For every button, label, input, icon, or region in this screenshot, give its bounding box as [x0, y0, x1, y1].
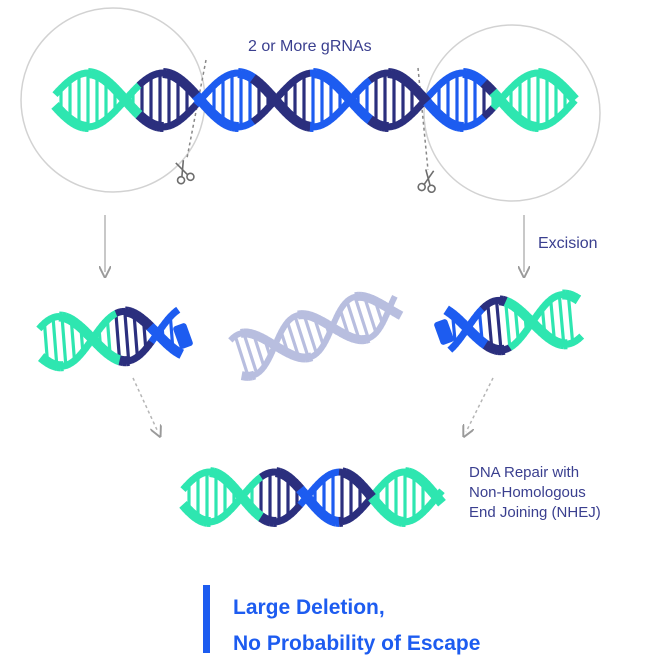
left-join-arrow	[133, 378, 158, 432]
dna-strand-segment	[398, 314, 401, 315]
base-pair	[62, 317, 66, 366]
dna-fragment-right	[446, 294, 581, 350]
nhej-repair-line-1: DNA Repair with	[469, 463, 601, 483]
scissors-icon	[418, 169, 438, 193]
base-pair	[497, 301, 502, 351]
dna-strand-segment	[179, 353, 182, 354]
base-pair	[559, 295, 563, 344]
dna-strand-segment	[176, 310, 178, 312]
right-join-arrow	[466, 378, 493, 432]
dna-strand-segment	[441, 491, 442, 492]
dna-fragment-left	[39, 310, 182, 367]
result-line-1: Large Deletion,	[233, 590, 480, 626]
excision-label: Excision	[538, 235, 598, 253]
right-fragment-end	[433, 318, 454, 345]
result-line-2: No Probability of Escape	[233, 626, 480, 662]
dna-excised-fragment	[230, 296, 401, 376]
grnas-label: 2 or More gRNAs	[248, 38, 372, 56]
nhej-repair-line-2: Non-Homologous	[469, 483, 601, 503]
base-pair	[568, 295, 572, 343]
dna-repaired-helix	[183, 472, 442, 522]
result-accent-bar	[203, 585, 210, 653]
nhej-repair-line-3: End Joining (NHEJ)	[469, 503, 601, 523]
dna-helix-original	[55, 73, 575, 127]
dna-strand-segment	[574, 99, 575, 100]
scissors-icon	[172, 159, 195, 185]
result-text: Large Deletion, No Probability of Escape	[233, 590, 480, 662]
dna-strand-segment	[441, 502, 442, 503]
right-cut-line	[418, 68, 428, 170]
nhej-repair-label: DNA Repair with Non-Homologous End Joini…	[469, 463, 601, 523]
base-pair	[116, 313, 120, 360]
base-pair	[53, 318, 57, 366]
dna-strand-segment	[394, 296, 395, 299]
base-pair	[125, 311, 129, 361]
